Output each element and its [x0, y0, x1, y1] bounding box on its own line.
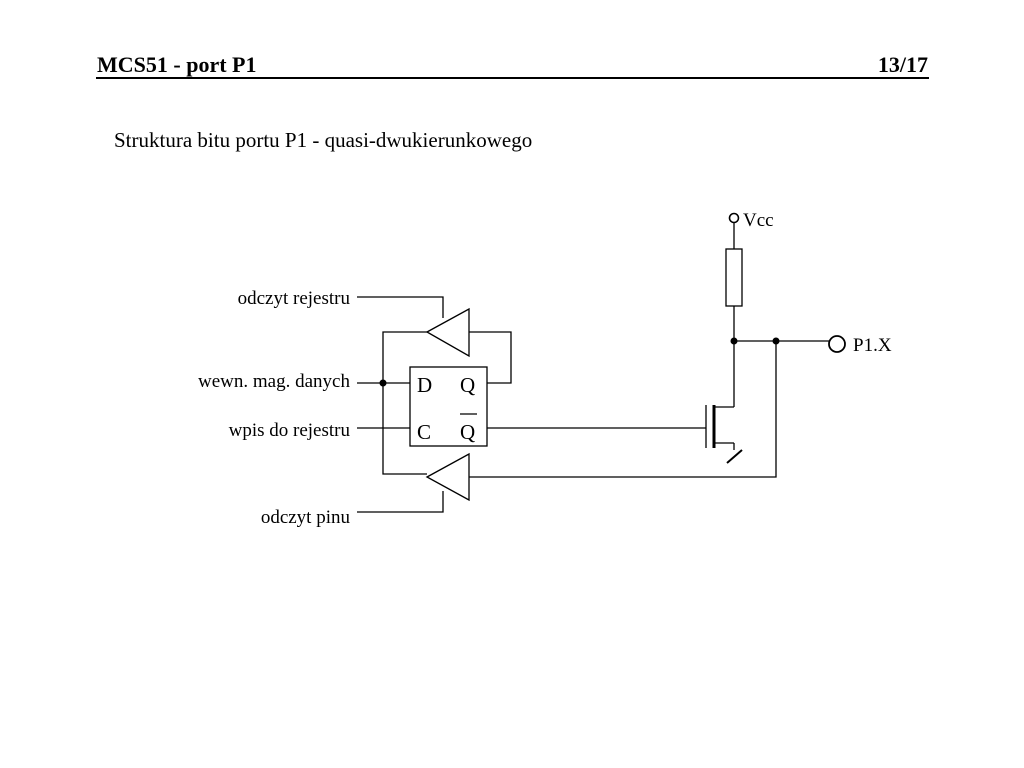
- vcc-terminal: [728, 212, 740, 224]
- ff-d-label: D: [417, 373, 432, 397]
- wire-upper-buffer-out: [382, 331, 427, 475]
- junction-pin: [772, 337, 780, 345]
- label-vcc: Vcc: [743, 210, 774, 231]
- slide-subtitle: Struktura bitu portu P1 - quasi-dwukieru…: [114, 128, 533, 152]
- label-pin: P1.X: [853, 335, 892, 356]
- label-internal-bus: wewn. mag. danych: [198, 371, 350, 392]
- wire-pin-feedback: [469, 341, 777, 478]
- ground-mark: [726, 449, 743, 464]
- junction-drain: [730, 337, 738, 345]
- label-read-pin: odczyt pinu: [261, 507, 351, 528]
- header-rule: [96, 77, 929, 79]
- ff-qbar-label: Q: [460, 420, 475, 444]
- ff-c-label: C: [417, 420, 431, 444]
- buffer-read-register: [425, 307, 470, 358]
- wire-read-register: [357, 296, 444, 318]
- buffer-read-pin: [425, 452, 470, 502]
- label-read-register: odczyt rejestru: [238, 288, 351, 309]
- label-write-register: wpis do rejestru: [229, 420, 351, 441]
- pullup-resistor: [725, 248, 743, 307]
- ff-q-label: Q: [460, 373, 475, 397]
- junction-bus: [379, 379, 387, 387]
- wire-q-feedback: [469, 331, 512, 384]
- pin-terminal: [828, 335, 846, 353]
- wire-read-pin: [357, 491, 444, 513]
- d-flipflop: [409, 366, 488, 447]
- header-title: MCS51 - port P1: [97, 52, 257, 77]
- page-number: 13/17: [877, 52, 928, 77]
